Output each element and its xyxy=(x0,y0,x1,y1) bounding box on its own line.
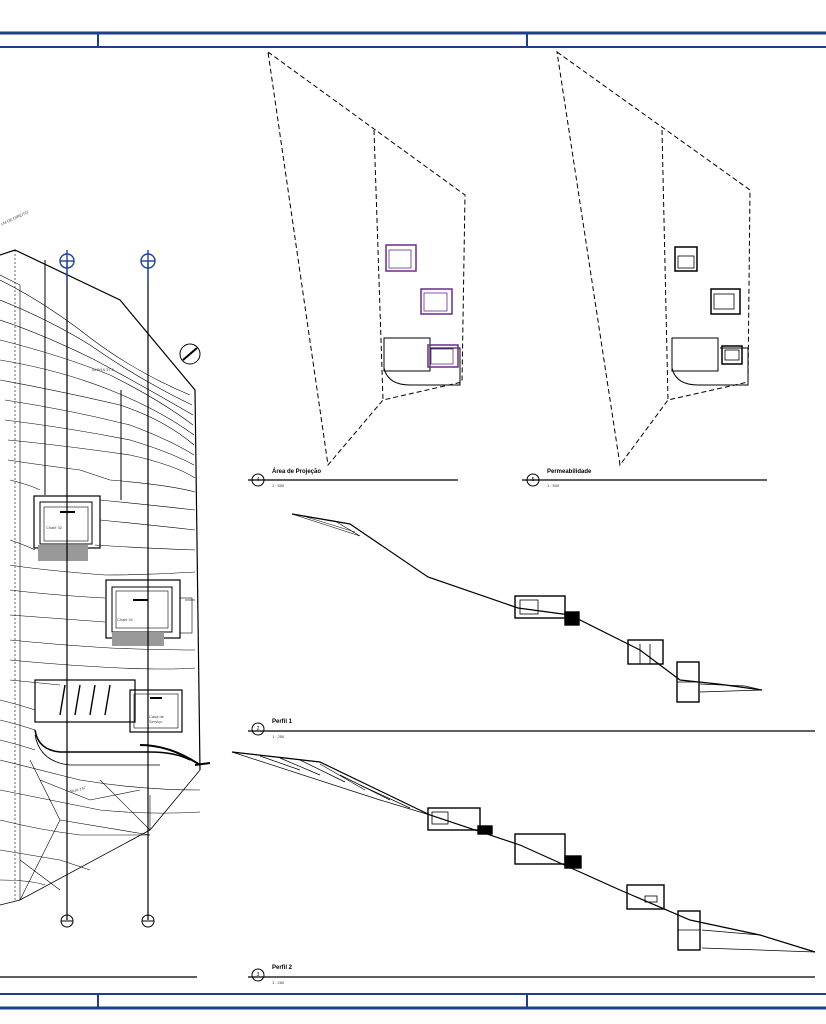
view-scale-area-projecao: 1 : 500 xyxy=(272,483,285,488)
view-marker-2 xyxy=(251,722,265,736)
view-marker-4 xyxy=(251,473,265,487)
permeability-footprint-2 xyxy=(710,288,741,315)
label-cabana-02: Chalé 02 xyxy=(46,525,63,530)
perfil-2-building-2 xyxy=(514,833,582,869)
perfil-2-building-1 xyxy=(427,807,493,835)
label-casa-servico: Casa de Serviço xyxy=(149,714,164,724)
view-title-perfil-1: Perfil 1 xyxy=(272,719,293,725)
perfil-2-building-3 xyxy=(626,884,665,910)
view-number-3: 3 xyxy=(256,972,260,978)
view-scale-perfil-2: 1 : 250 xyxy=(272,980,285,985)
section-line-2 xyxy=(120,262,149,920)
cabana-02-plan xyxy=(33,495,101,561)
view-number-4: 4 xyxy=(256,477,260,483)
section-marker-bottom-2 xyxy=(141,914,155,928)
casa-servico-plan xyxy=(34,679,211,766)
view-marker-5 xyxy=(526,473,540,487)
view-title-area-projecao: Área de Projeção xyxy=(272,469,322,475)
perfil-2-hatch xyxy=(231,751,431,816)
permeability-footprint-1 xyxy=(674,246,698,272)
label-alpha: ALPHA 37.5 xyxy=(92,367,114,372)
sheet-frame-bottom xyxy=(0,993,826,1010)
view-scale-perfil-1: 1 : 250 xyxy=(272,734,285,739)
permeabilidade-plan xyxy=(522,50,767,487)
site-plan xyxy=(0,249,211,978)
section-marker-top-2 xyxy=(140,250,156,283)
area-projecao-plan xyxy=(248,50,466,487)
contour-lines xyxy=(0,250,201,901)
north-arrow-icon xyxy=(179,343,201,365)
view-marker-3 xyxy=(251,968,265,982)
view-number-2: 2 xyxy=(256,726,260,732)
view-number-5: 5 xyxy=(531,477,535,483)
section-line-1 xyxy=(44,260,68,920)
cabana-01-plan xyxy=(105,579,193,646)
view-title-perfil-2: Perfil 2 xyxy=(272,965,293,971)
sheet-frame-top xyxy=(0,31,826,48)
label-cabana-01: Chalé 01 xyxy=(117,617,134,622)
projection-footprint-3 xyxy=(427,344,459,368)
perfil-1-section xyxy=(248,513,815,736)
perfil-2-building-4 xyxy=(677,910,816,953)
section-marker-top-1 xyxy=(59,250,75,283)
view-scale-permeabilidade: 1 : 500 xyxy=(547,483,560,488)
perfil-1-building-2 xyxy=(627,639,664,665)
permeability-footprint-3 xyxy=(721,345,743,365)
projection-footprint-2 xyxy=(420,288,453,315)
perfil-1-building-3 xyxy=(676,661,763,703)
section-marker-bottom-1 xyxy=(60,914,74,928)
perfil-1-building-1 xyxy=(514,595,580,626)
perfil-2-section xyxy=(231,751,816,982)
projection-footprint-1 xyxy=(385,244,417,272)
view-title-permeabilidade: Permeabilidade xyxy=(547,469,592,475)
